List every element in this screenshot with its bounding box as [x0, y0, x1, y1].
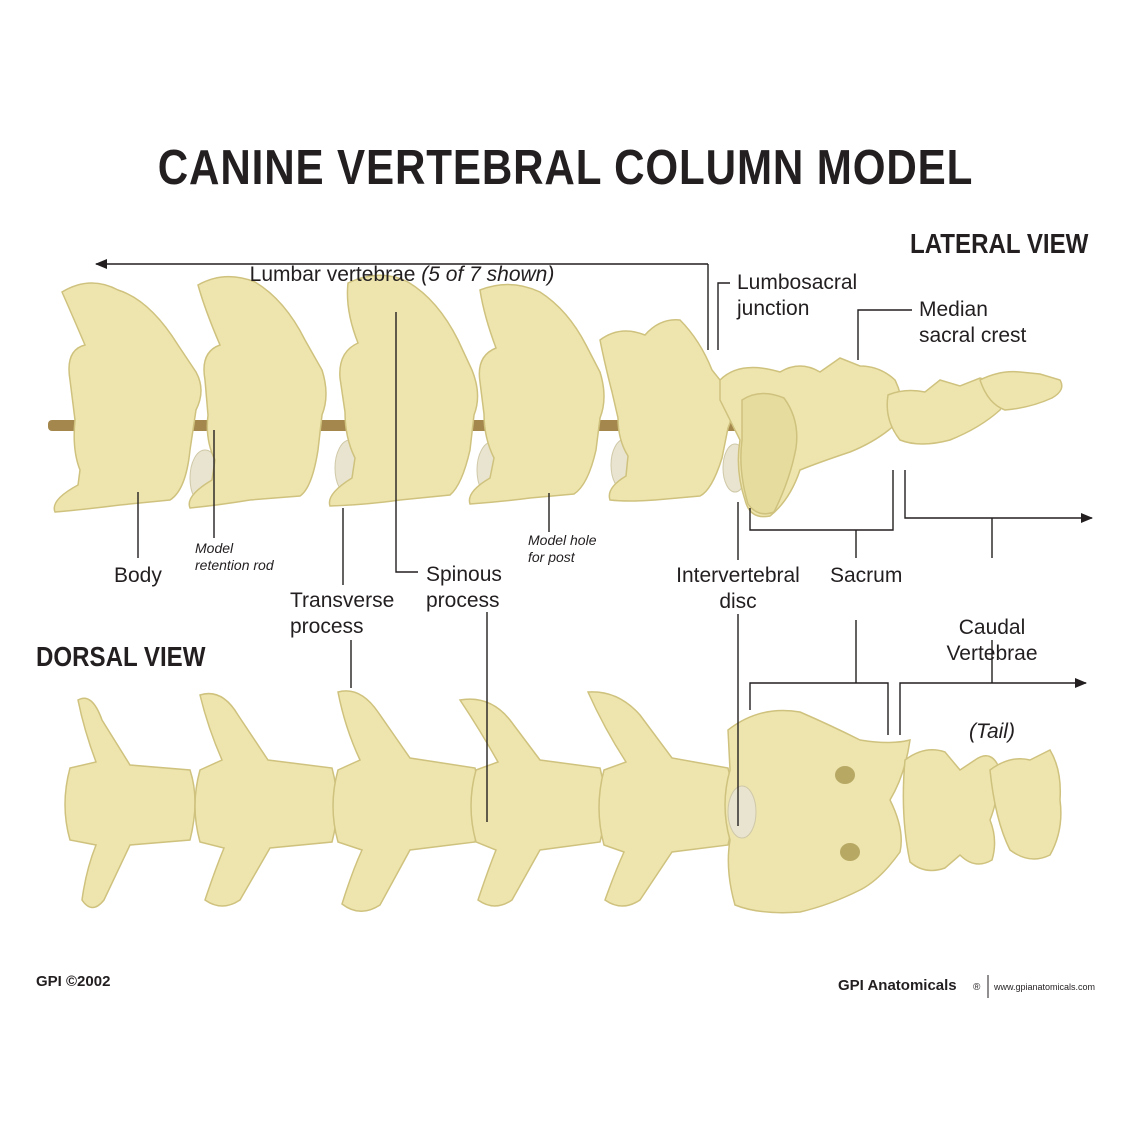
lumbar-vertebra-5	[599, 319, 733, 502]
model-retention-rod-label: Model retention rod	[195, 540, 274, 573]
diagram-title: CANINE VERTEBRAL COLUMN MODEL	[157, 141, 974, 195]
lumbar-vertebra-1	[53, 282, 202, 513]
dorsal-vertebra-4	[458, 698, 606, 907]
lumbar-vertebra-3	[328, 274, 479, 507]
dorsal-view-heading: DORSAL VIEW	[36, 641, 206, 672]
dorsal-vertebra-5	[586, 691, 734, 907]
brand-name: GPI Anatomicals	[838, 977, 957, 994]
registered-mark: ®	[973, 982, 981, 993]
intervertebral-disc-dorsal	[727, 785, 757, 839]
median-sacral-crest-label: Median sacral crest	[919, 298, 1027, 347]
dorsal-vertebra-1	[64, 697, 196, 909]
caudal-vertebrae-dorsal	[902, 749, 1062, 872]
sacrum-wing-lateral	[740, 392, 798, 515]
lateral-view-heading: LATERAL VIEW	[910, 228, 1089, 259]
transverse-process-label: Transverse process	[290, 589, 395, 638]
tail-label: (Tail)	[969, 720, 1015, 743]
lumbosacral-junction-label: Lumbosacral junction	[737, 271, 858, 320]
lumbar-count-note: (5 of 7 shown)	[421, 263, 555, 286]
sacrum-dorsal	[724, 709, 911, 914]
sacrum-label: Sacrum	[830, 564, 903, 587]
lumbar-vertebrae-text: Lumbar vertebrae	[249, 263, 422, 286]
lumbar-vertebrae-label: Lumbar vertebrae (5 of 7 shown)	[238, 236, 555, 288]
model-hole-label: Model hole for post	[528, 532, 597, 565]
caudal-vertebrae-label: Caudal Vertebrae (Tail)	[940, 563, 1044, 771]
lumbar-vertebra-2	[188, 276, 327, 509]
sacral-foramen-1	[835, 766, 855, 784]
dorsal-vertebra-2	[194, 692, 338, 907]
spinous-process-label: Spinous process	[426, 563, 502, 612]
intervertebral-disc-label: Intervertebral disc	[676, 564, 800, 613]
website-url: www.gpianatomicals.com	[994, 982, 1096, 992]
sacral-foramen-2	[840, 843, 860, 861]
dorsal-view-model	[64, 690, 1062, 914]
dorsal-vertebra-3	[332, 690, 481, 912]
lumbar-vertebra-4	[468, 283, 605, 505]
caudal-vertebrae-lateral	[886, 370, 1063, 445]
caudal-vertebrae-text: Caudal Vertebrae	[946, 616, 1038, 665]
copyright-text: GPI ©2002	[36, 973, 111, 990]
lateral-view-model	[48, 274, 1063, 518]
body-label: Body	[114, 564, 162, 587]
